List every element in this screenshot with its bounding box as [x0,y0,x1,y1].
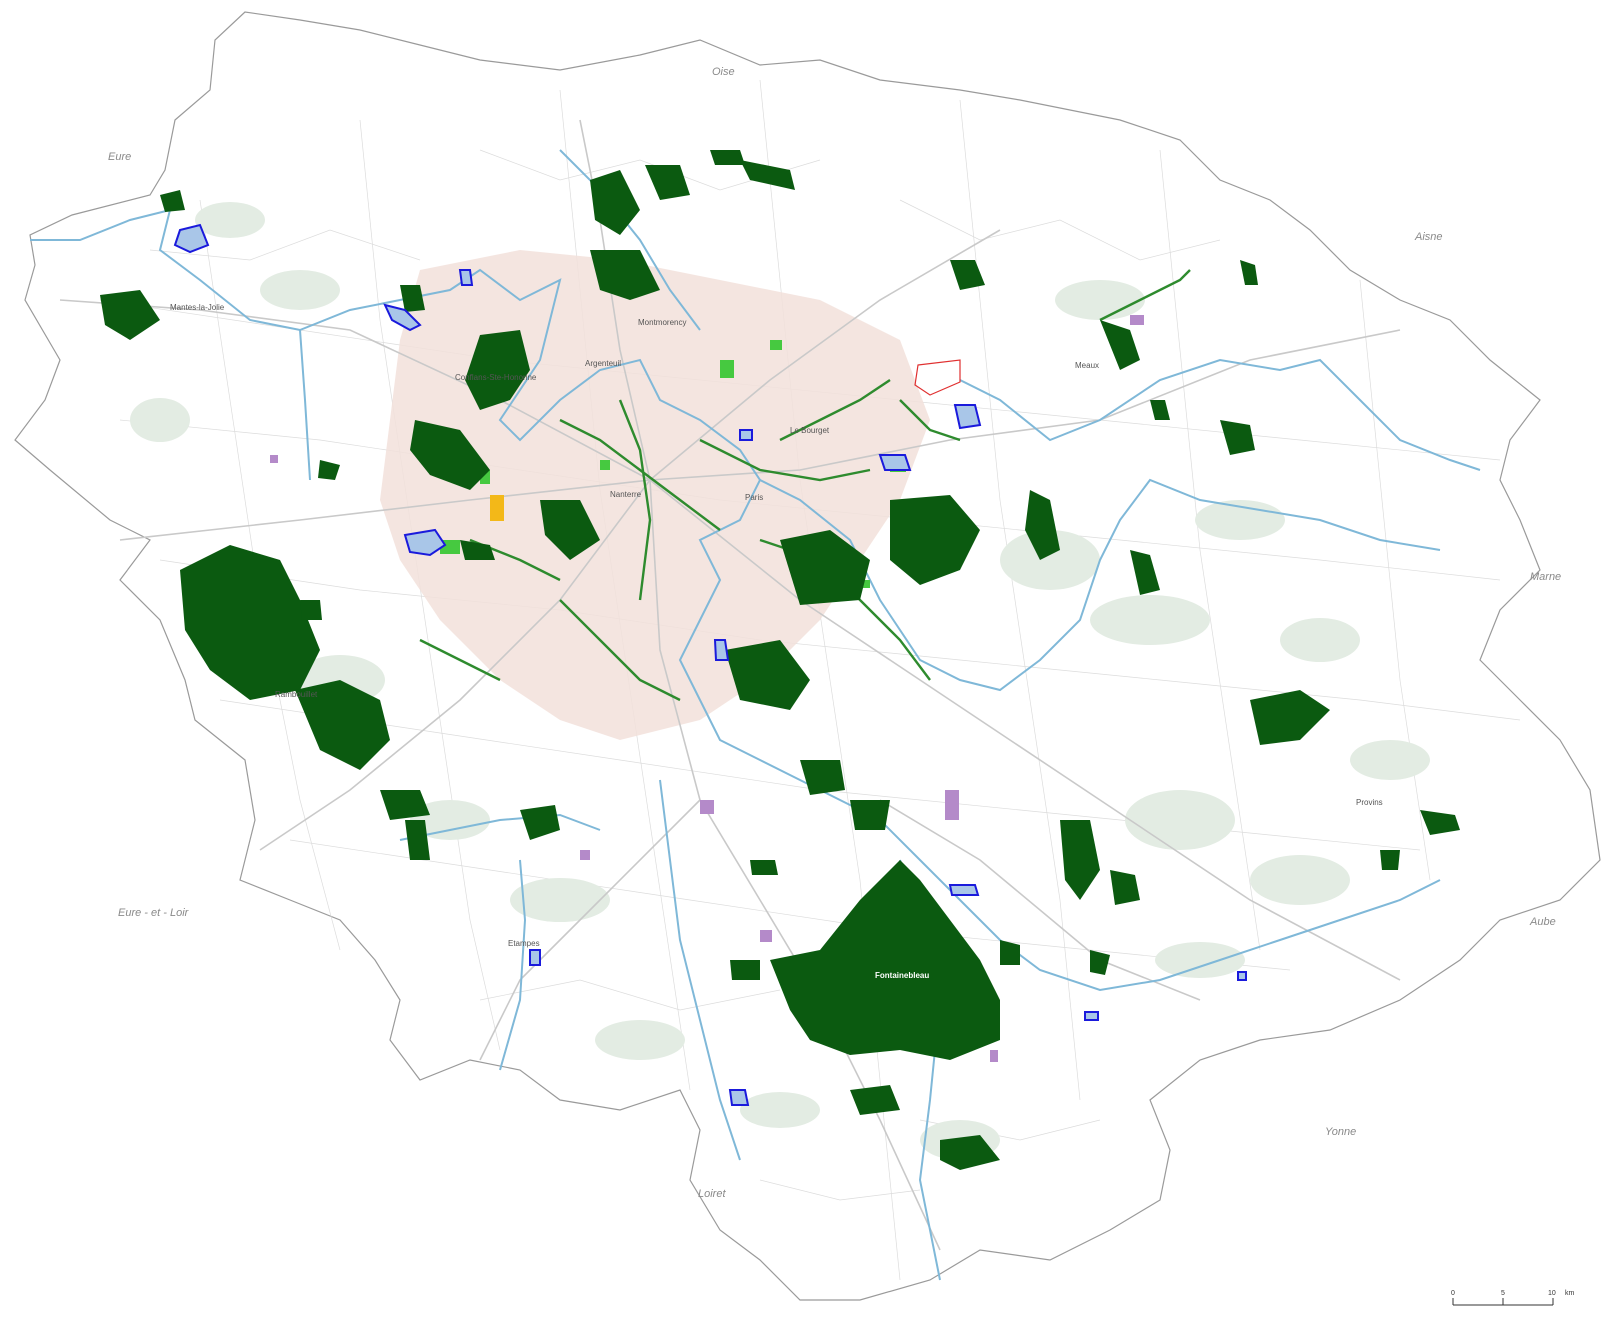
dept-label-oise: Oise [712,66,735,78]
scale-bar: 0 5 10 km [1451,1290,1575,1306]
forests [100,150,1460,1170]
city-label-provins: Provins [1356,798,1383,807]
city-label-le-bourget: Le Bourget [790,426,830,435]
yellow-site [490,495,504,521]
dept-label-marne: Marne [1530,571,1561,583]
dept-label-aisne: Aisne [1414,231,1443,243]
city-label-paris: Paris [745,493,763,502]
city-label-rambouillet: Rambouillet [275,690,318,699]
special-sites [270,315,1144,1062]
department-labels: Oise Eure Aisne Marne Aube Yonne Loiret … [108,66,1561,1200]
dept-label-yonne: Yonne [1325,1126,1356,1138]
dept-label-eure-et-loir: Eure - et - Loir [118,907,190,919]
city-label-nanterre: Nanterre [610,490,642,499]
green-corridors [419,269,1191,702]
city-label-fontainebleau: Fontainebleau [875,971,929,980]
city-label-meaux: Meaux [1075,361,1099,370]
city-label-etampes: Etampes [508,939,540,948]
city-label-argenteuil: Argenteuil [585,359,621,368]
city-labels: Mantes-la-Jolie Montmorency Argenteuil C… [170,303,1383,980]
dept-label-eure: Eure [108,151,131,163]
city-label-conflans: Conflans-Ste-Honorine [455,373,537,382]
city-label-montmorency: Montmorency [638,318,686,327]
dept-label-loiret: Loiret [698,1188,726,1200]
dept-label-aube: Aube [1529,916,1556,928]
scale-tick-10: 10 [1548,1290,1556,1297]
water-bodies [173,223,1247,1106]
red-outline-site [914,359,961,396]
scale-tick-5: 5 [1501,1290,1505,1297]
scale-unit: km [1565,1290,1575,1297]
scale-tick-0: 0 [1451,1290,1455,1297]
city-label-mantes: Mantes-la-Jolie [170,303,225,312]
